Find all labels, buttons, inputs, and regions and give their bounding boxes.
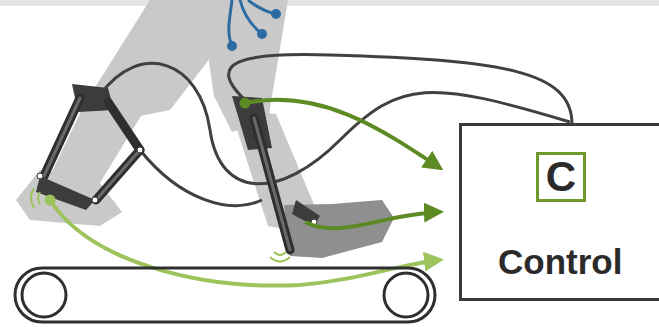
ankle-exoskeleton-front [232, 96, 320, 250]
sensor-dot [45, 195, 56, 206]
pressure-waves [31, 188, 290, 262]
sensor-dot [240, 98, 251, 109]
treadmill [15, 268, 435, 322]
box-title: Control [498, 244, 622, 279]
ankle-exoskeleton-back [36, 84, 143, 210]
box-symbol-letter: C [539, 155, 583, 199]
control-box: Control C [459, 123, 659, 301]
frame-band [0, 0, 659, 6]
controller-symbol: C [536, 152, 586, 202]
front-leg [200, 0, 394, 258]
signal-arrows [50, 100, 440, 286]
emg-electrodes [229, 0, 280, 50]
